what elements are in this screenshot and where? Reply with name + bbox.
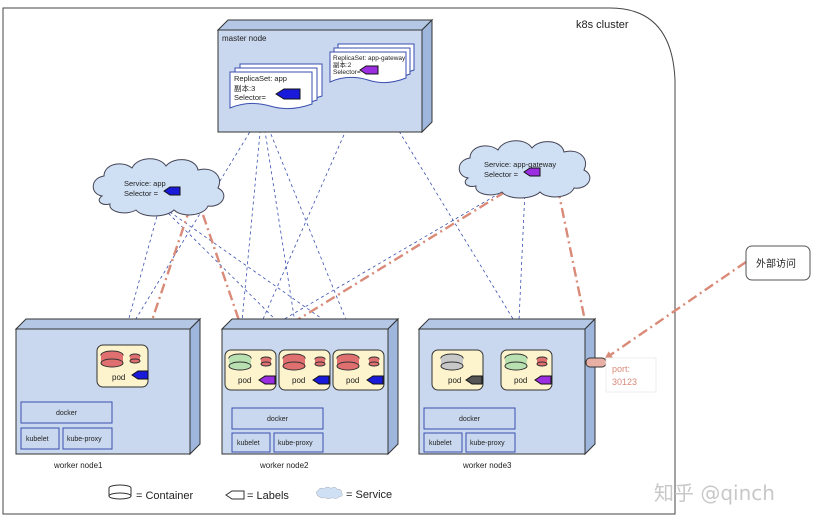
kubelet-box bbox=[231, 432, 271, 453]
kubelet-box bbox=[20, 427, 60, 450]
service-app-name: Service: app bbox=[124, 179, 166, 188]
rs-app-replicas: 副本:3 bbox=[234, 83, 255, 93]
docker-label: docker bbox=[56, 410, 78, 417]
worker-node-2: pod pod pod docker kubelet kube-proxy wo… bbox=[220, 317, 400, 470]
rs-gw-replicas: 副本:2 bbox=[333, 60, 352, 69]
container-icon bbox=[336, 361, 360, 371]
watermark: 知乎 @qinch bbox=[654, 481, 775, 505]
arrow-service-app-to-node1-pod bbox=[144, 207, 192, 340]
kube-proxy-label: kube-proxy bbox=[278, 440, 313, 447]
container-icon bbox=[228, 361, 252, 371]
worker-node-3: pod pod docker kubelet kube-proxy worker… bbox=[417, 317, 597, 470]
label-legend-icon bbox=[225, 490, 245, 500]
gateway-label-tag-icon bbox=[523, 167, 541, 177]
app-label-tag-icon bbox=[366, 375, 384, 385]
grey-label-tag-icon bbox=[465, 375, 483, 385]
kubelet-label: kubelet bbox=[429, 440, 452, 447]
replicaset-gateway: ReplicaSet: app-gateway 副本:2 Selector= bbox=[329, 43, 415, 84]
kubelet-label: kubelet bbox=[237, 440, 260, 447]
container-icon bbox=[536, 361, 548, 367]
container-icon bbox=[314, 361, 326, 367]
legend-labels: = Labels bbox=[247, 490, 289, 502]
port-label: port: bbox=[612, 364, 630, 374]
gateway-label-tag-icon bbox=[258, 375, 276, 385]
external-access-label: 外部访问 bbox=[756, 257, 796, 270]
app-label-tag-icon bbox=[131, 370, 149, 380]
app-label-tag-icon bbox=[312, 375, 330, 385]
service-app-cloud: Service: app Selector = bbox=[92, 158, 225, 217]
external-access-box bbox=[745, 245, 811, 281]
pod-label: pod bbox=[448, 376, 461, 385]
rs-app-selector: Selector= bbox=[234, 93, 267, 102]
port-label-box bbox=[605, 357, 657, 393]
service-gw-selector: Selector = bbox=[484, 170, 519, 179]
kube-proxy-box bbox=[465, 432, 516, 453]
kube-proxy-label: kube-proxy bbox=[470, 440, 505, 447]
legend-container: = Container bbox=[136, 490, 194, 502]
master-node-title: master node bbox=[222, 34, 267, 43]
legend-service: = Service bbox=[346, 489, 392, 501]
worker-node-title: worker node2 bbox=[259, 461, 309, 470]
service-gw-name: Service: app-gateway bbox=[484, 160, 556, 169]
pod-label: pod bbox=[238, 376, 251, 385]
kubelet-box bbox=[423, 432, 463, 453]
container-legend-icon bbox=[108, 492, 132, 500]
gateway-label-tag-icon bbox=[534, 375, 552, 385]
port-value: 30123 bbox=[612, 377, 637, 387]
docker-label: docker bbox=[459, 416, 481, 423]
arrow-service-gw-to-node2-pod bbox=[266, 190, 506, 340]
rs-app-name: ReplicaSet: app bbox=[234, 74, 287, 83]
legend: = Container = Labels = Service bbox=[108, 484, 392, 502]
worker-node-1: pod docker kubelet kube-proxy worker nod… bbox=[14, 317, 202, 470]
rs-gw-name: ReplicaSet: app-gateway bbox=[333, 55, 406, 62]
service-app-selector: Selector = bbox=[124, 189, 159, 198]
replicaset-app: ReplicaSet: app 副本:3 Selector= bbox=[229, 63, 323, 110]
kube-proxy-label: kube-proxy bbox=[67, 436, 102, 443]
kube-proxy-box bbox=[62, 427, 113, 450]
node-port bbox=[585, 357, 607, 368]
arrow-node2-pod-to-service-app bbox=[198, 204, 247, 339]
docker-box bbox=[423, 407, 516, 430]
container-icon bbox=[260, 361, 272, 367]
docker-box bbox=[20, 401, 113, 424]
pod-label: pod bbox=[514, 376, 527, 385]
app-label-tag-icon bbox=[163, 186, 181, 196]
kube-proxy-box bbox=[273, 432, 324, 453]
pod-label: pod bbox=[292, 376, 305, 385]
container-icon bbox=[440, 361, 464, 371]
service-gateway-cloud: Service: app-gateway Selector = bbox=[458, 140, 591, 199]
kubelet-label: kubelet bbox=[26, 436, 49, 443]
docker-box bbox=[231, 407, 324, 430]
pod-label: pod bbox=[112, 373, 125, 382]
cluster-title: k8s cluster bbox=[576, 19, 629, 31]
cluster-boundary bbox=[2, 7, 676, 515]
docker-label: docker bbox=[267, 416, 289, 423]
container-icon bbox=[282, 361, 306, 371]
service-legend-icon bbox=[316, 487, 343, 499]
worker-node-title: worker node1 bbox=[53, 461, 103, 470]
rs-gw-selector: Selector= bbox=[333, 69, 361, 76]
worker-node-title: worker node3 bbox=[462, 461, 512, 470]
container-icon bbox=[368, 361, 380, 367]
gateway-label-tag-icon bbox=[359, 65, 379, 75]
container-icon bbox=[504, 361, 528, 371]
arrow-external-to-port bbox=[604, 261, 747, 360]
app-label-tag-icon bbox=[275, 88, 301, 100]
pod-label: pod bbox=[346, 376, 359, 385]
